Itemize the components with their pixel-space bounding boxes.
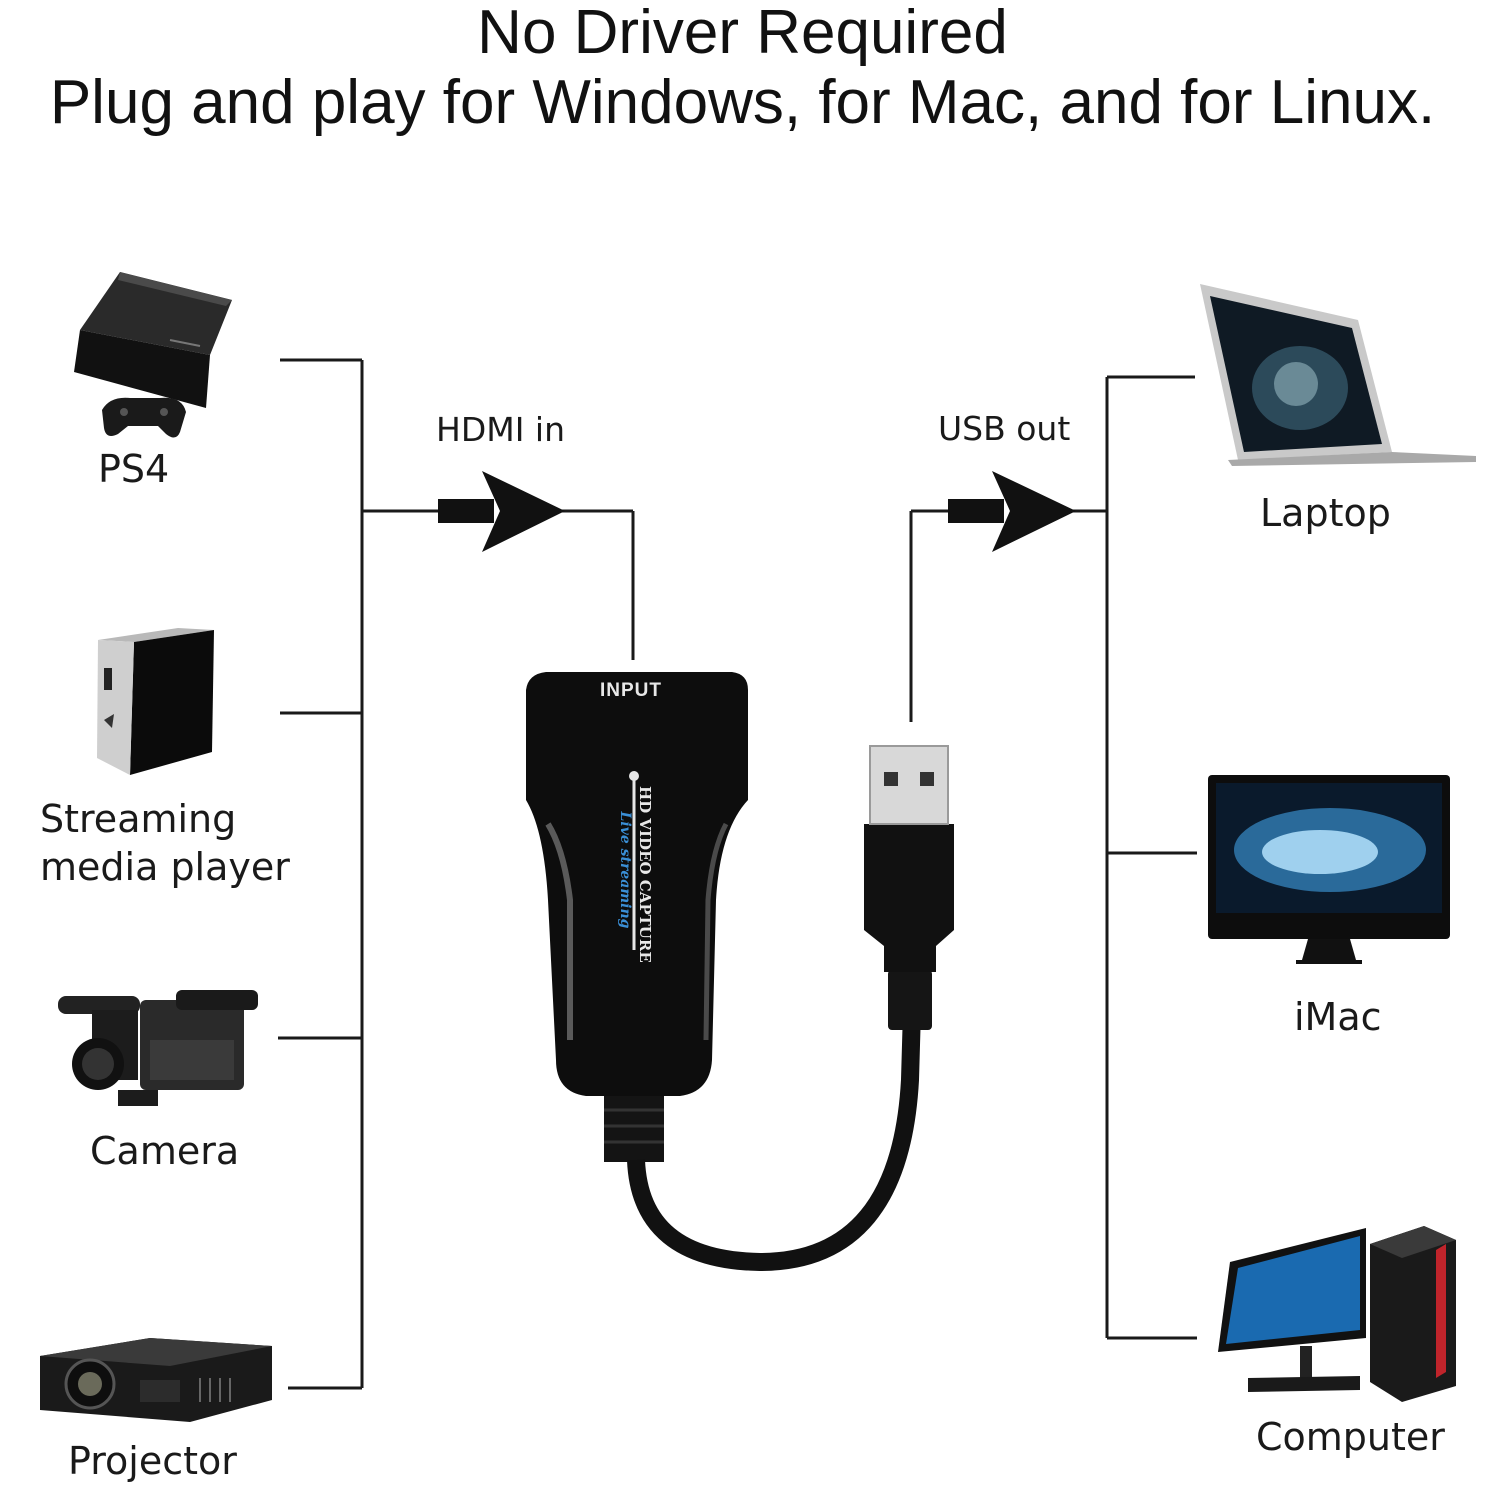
imac-icon — [1208, 775, 1450, 964]
device-brand-sub-label: Live streaming — [617, 811, 633, 929]
target-label-laptop: Laptop — [1260, 491, 1391, 535]
headline-line-1: No Driver Required — [477, 0, 1008, 67]
source-label-streaming-media-player: Streaming media player — [40, 797, 290, 889]
target-label-computer: Computer — [1256, 1415, 1445, 1459]
device-port-label: INPUT — [600, 680, 662, 701]
desktop-computer-icon — [1218, 1226, 1456, 1402]
media-player-icon — [97, 628, 214, 775]
laptop-icon — [1200, 284, 1476, 466]
source-label-camera: Camera — [90, 1129, 240, 1173]
source-bus-lines — [278, 358, 635, 1390]
hdmi-capture-device — [526, 672, 954, 1272]
usb-out-arrow-icon — [948, 471, 1076, 552]
game-console-icon — [74, 272, 232, 438]
source-label-ps4: PS4 — [98, 447, 170, 491]
video-camera-icon — [58, 990, 258, 1106]
target-bus-lines — [909, 375, 1197, 1340]
source-label-projector: Projector — [68, 1439, 237, 1483]
target-label-imac: iMac — [1294, 995, 1382, 1039]
hdmi-in-label: HDMI in — [436, 410, 566, 449]
device-brand-label: HD VIDEO CAPTURE — [636, 786, 654, 963]
hdmi-in-arrow-icon — [438, 471, 565, 552]
usb-out-label: USB out — [938, 409, 1071, 448]
headline-line-2: Plug and play for Windows, for Mac, and … — [49, 68, 1436, 137]
projector-icon — [40, 1338, 272, 1422]
